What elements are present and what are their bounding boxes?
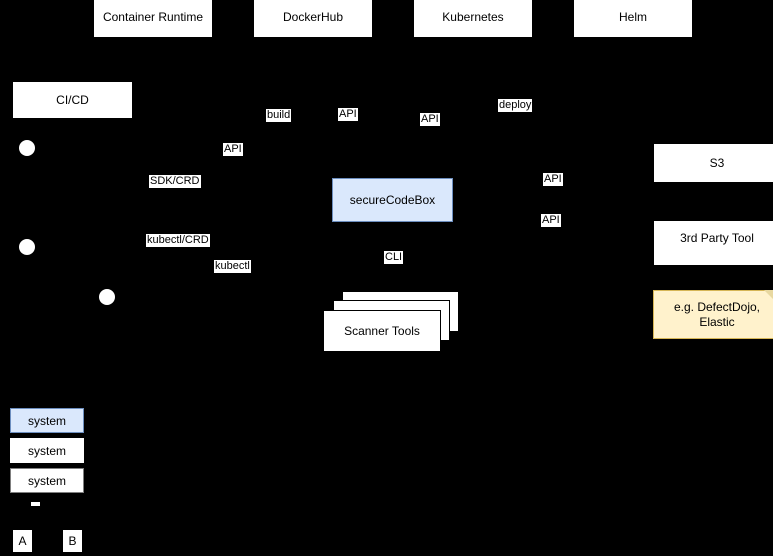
actor-head-operator xyxy=(99,289,115,305)
legend-label: system xyxy=(27,443,66,458)
node-secure-code-box[interactable]: secureCodeBox xyxy=(332,178,453,222)
legend-item-external-system: system xyxy=(10,468,84,493)
edge-label-api-ci: API xyxy=(223,143,243,156)
edge-label-kubectl-crd: kubectl/CRD xyxy=(146,234,210,247)
edge-label-text: kubectl xyxy=(215,260,250,272)
legend-tag-label: A xyxy=(18,534,27,548)
node-label: secureCodeBox xyxy=(349,193,436,207)
node-dockerhub[interactable]: DockerHub xyxy=(253,0,373,38)
edge-label-api-dockerhub: API xyxy=(338,108,358,121)
node-label: 3rd Party Tool xyxy=(680,231,754,245)
edge-label-text: CLI xyxy=(385,251,403,263)
edge-label-build: build xyxy=(266,109,292,122)
actor-head-security-engineer xyxy=(19,239,35,255)
edge-label-text: kubectl/CRD xyxy=(147,234,209,246)
node-label: Scanner Tools xyxy=(344,324,420,338)
node-label: Kubernetes xyxy=(442,10,504,24)
node-ci-cd[interactable]: CI/CD xyxy=(12,81,133,119)
node-label: Container Runtime xyxy=(102,10,204,24)
edge-label-api-kubernetes: API xyxy=(420,113,440,126)
edge-label-text: build xyxy=(267,109,291,121)
note-line-2: Elastic xyxy=(699,314,735,329)
edge-label-deploy: deploy xyxy=(498,99,533,112)
edge-label-cli: CLI xyxy=(384,251,404,264)
actor-head-developer xyxy=(19,140,35,156)
note-fold-corner-icon xyxy=(764,290,773,307)
edge-label-text: API xyxy=(421,113,439,125)
legend-item-plain-system: system xyxy=(10,438,84,463)
legend-item-accent-system: system xyxy=(10,408,84,433)
edge-label-text: API xyxy=(542,214,560,226)
node-s3[interactable]: S3 xyxy=(653,143,773,183)
edge-label-text: deploy xyxy=(499,99,532,111)
edge-label-text: SDK/CRD xyxy=(150,175,200,187)
legend-tag-label: B xyxy=(68,534,77,548)
note-line-1: e.g. DefectDojo, xyxy=(673,299,761,314)
node-label: Helm xyxy=(618,10,647,24)
legend-label: system xyxy=(27,473,66,488)
legend-relationship-line-icon xyxy=(31,502,40,506)
node-label: CI/CD xyxy=(56,93,89,107)
legend-label: system xyxy=(27,413,66,428)
edge-label-kubectl: kubectl xyxy=(214,260,251,273)
edge-label-text: API xyxy=(544,173,562,185)
node-label: DockerHub xyxy=(282,10,344,24)
edge-label-text: API xyxy=(339,108,357,120)
edge-label-api-3rd-party: API xyxy=(541,214,561,227)
node-3rd-party-tool[interactable]: 3rd Party Tool xyxy=(653,220,773,266)
node-kubernetes[interactable]: Kubernetes xyxy=(413,0,533,38)
node-helm[interactable]: Helm xyxy=(573,0,693,38)
legend-tag-b: B xyxy=(63,530,82,552)
node-container-runtime[interactable]: Container Runtime xyxy=(93,0,213,38)
edge-label-text: API xyxy=(224,143,242,155)
edge-label-api-s3: API xyxy=(543,173,563,186)
note-defectdojo-elastic: e.g. DefectDojo, Elastic xyxy=(653,290,773,339)
edge-label-sdk-crd: SDK/CRD xyxy=(149,175,201,188)
node-label: S3 xyxy=(709,156,725,170)
note-text: e.g. DefectDojo, Elastic xyxy=(674,300,760,330)
legend-tag-a: A xyxy=(13,530,32,552)
node-scanner-tools[interactable]: Scanner Tools xyxy=(323,310,441,352)
